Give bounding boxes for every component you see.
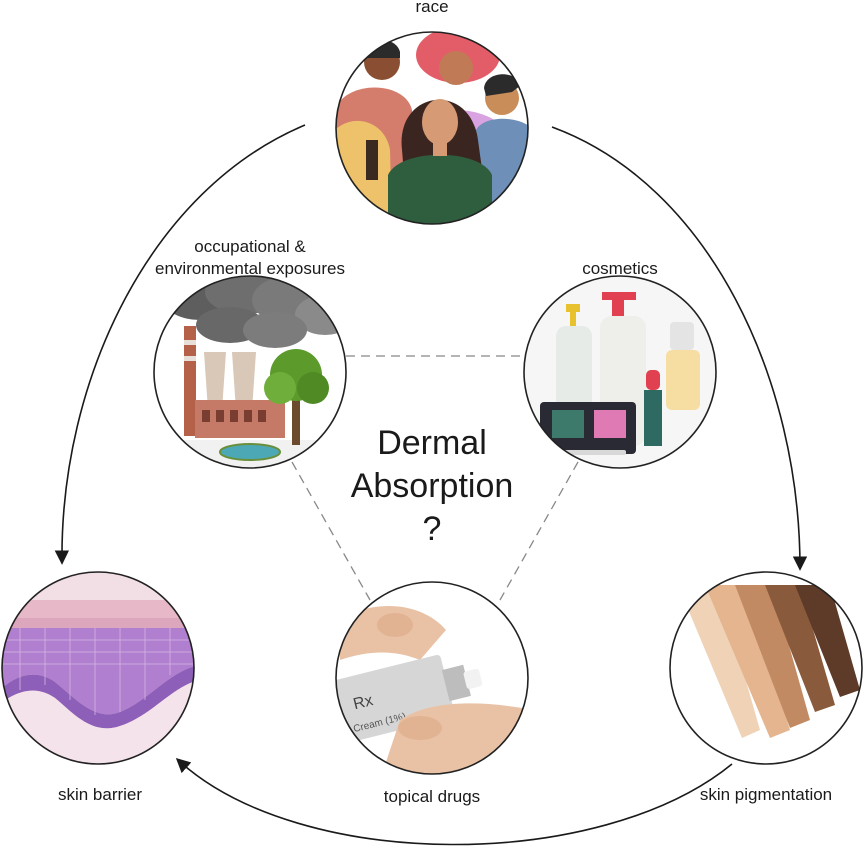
topical-drugs-illustration: Rx Cream (1%): [336, 582, 528, 774]
center-title-line1: Dermal: [377, 424, 487, 462]
cosmetics-illustration: [524, 276, 716, 468]
dash-occ-drugs: [291, 461, 371, 601]
arrow-race-to-pigmentation: [551, 126, 808, 571]
cosmetics-label: cosmetics: [582, 259, 658, 278]
occupational-circle: [153, 275, 347, 469]
cosmetics-circle: [523, 275, 717, 469]
topical-drugs-circle: [335, 581, 529, 775]
skin-barrier-illustration: [2, 572, 194, 764]
skin-barrier-label: skin barrier: [57, 785, 143, 804]
center-title-line2: Absorption: [350, 467, 514, 505]
occupational-label-line2: environmental exposures: [155, 259, 345, 278]
center-title-question-mark: ?: [422, 510, 442, 548]
skin-pigmentation-circle: [669, 571, 863, 765]
occupational-illustration: [154, 276, 346, 468]
arrow-pigmentation-to-barrier: [175, 758, 733, 846]
arrow-race-to-barrier: [54, 124, 306, 565]
skin-pigmentation-illustration: [670, 572, 862, 764]
race-illustration: [336, 32, 528, 224]
tube-rx-label: Rx: [352, 692, 375, 713]
center-title: Dermal Absorption ?: [332, 422, 532, 551]
race-circle: [335, 31, 529, 225]
skin-barrier-circle: [1, 571, 195, 765]
skin-pigmentation-label: skin pigmentation: [699, 785, 833, 804]
topical-drugs-label: topical drugs: [383, 787, 481, 806]
dash-cos-drugs: [499, 461, 579, 601]
occupational-label-line1: occupational &: [194, 237, 306, 256]
race-label: race: [415, 0, 449, 16]
